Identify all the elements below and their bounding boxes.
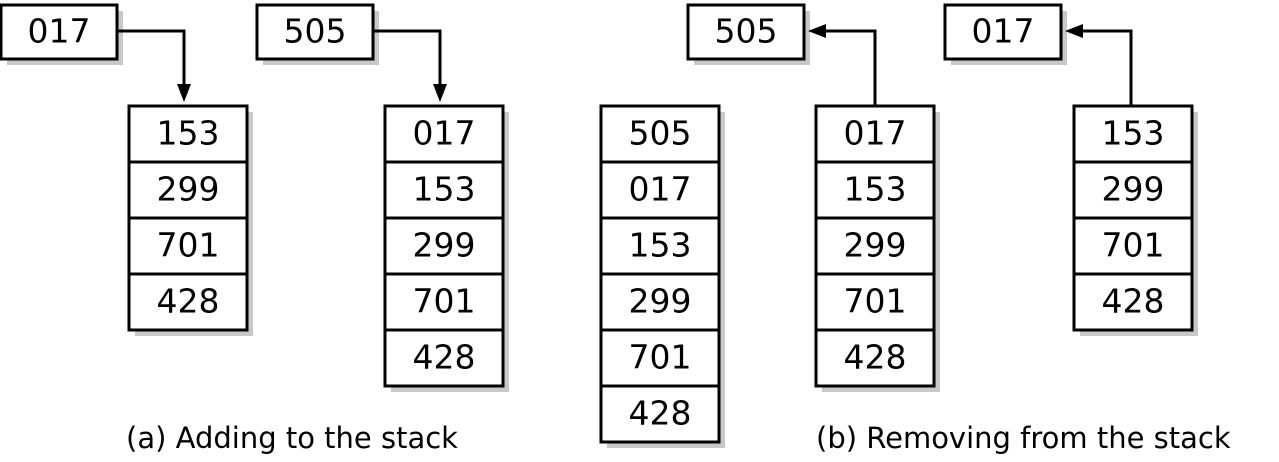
push-arrowhead-icon bbox=[177, 84, 191, 102]
stack-cell-value: 505 bbox=[629, 114, 692, 153]
moving-item-value: 505 bbox=[715, 12, 778, 51]
moving-item-value: 017 bbox=[972, 12, 1035, 51]
moving-item-box bbox=[686, 3, 806, 61]
panel-a2: 017 153 299 701 428 505 bbox=[255, 3, 509, 392]
pop-arrow-line bbox=[1079, 29, 1133, 106]
stack-cell-value: 428 bbox=[413, 338, 476, 377]
stack-cell bbox=[1072, 216, 1194, 276]
stack-cell bbox=[1072, 272, 1194, 332]
stack-cell-value: 428 bbox=[1102, 282, 1165, 321]
stack-cell bbox=[599, 216, 721, 276]
stack-cell-value: 428 bbox=[629, 394, 692, 433]
stack-cell bbox=[383, 328, 505, 388]
stack-cell bbox=[599, 272, 721, 332]
caption-adding: (a) Adding to the stack bbox=[126, 421, 458, 455]
stack-cell-value: 701 bbox=[629, 338, 692, 377]
panel-b3: 153 299 701 428 017 bbox=[943, 3, 1198, 336]
stack-cell bbox=[814, 328, 936, 388]
caption-removing: (b) Removing from the stack bbox=[816, 421, 1231, 455]
panel-b2: 017 153 299 701 428 505 bbox=[686, 3, 940, 392]
pop-arrowhead-icon bbox=[808, 24, 826, 38]
stack-cell-value: 153 bbox=[413, 170, 476, 209]
moving-item-box bbox=[0, 3, 119, 61]
push-arrow-line bbox=[373, 29, 442, 88]
stack-cell-value: 153 bbox=[844, 170, 907, 209]
stack-cell-value: 701 bbox=[157, 226, 220, 265]
stack-cell bbox=[1072, 104, 1194, 164]
stack-cell-value: 299 bbox=[1102, 170, 1165, 209]
stack-cell-value: 428 bbox=[844, 338, 907, 377]
stack-cell-value: 299 bbox=[629, 282, 692, 321]
stack-cell bbox=[599, 104, 721, 164]
stack-cell bbox=[383, 160, 505, 220]
stack-cell bbox=[383, 216, 505, 276]
stack-cell bbox=[599, 384, 721, 444]
stack-cell-value: 299 bbox=[844, 226, 907, 265]
stack-cell bbox=[383, 272, 505, 332]
stack-cell bbox=[127, 272, 249, 332]
push-arrowhead-icon bbox=[433, 84, 447, 102]
panel-a1: 153 299 701 428 017 bbox=[0, 3, 253, 336]
stack-cell bbox=[1072, 160, 1194, 220]
moving-item-box bbox=[943, 3, 1063, 61]
stack-cell-value: 153 bbox=[157, 114, 220, 153]
stack-cell-value: 017 bbox=[629, 170, 692, 209]
moving-item-box bbox=[255, 3, 375, 61]
stack-cell-value: 428 bbox=[157, 282, 220, 321]
stack-cell-value: 299 bbox=[413, 226, 476, 265]
stack-cell-value: 701 bbox=[844, 282, 907, 321]
stack-cell-value: 153 bbox=[629, 226, 692, 265]
stack-cell bbox=[814, 160, 936, 220]
panel-b1: 505 017 153 299 701 428 bbox=[599, 104, 725, 448]
moving-item-value: 017 bbox=[28, 12, 91, 51]
stack-cell-value: 299 bbox=[157, 170, 220, 209]
pop-arrow-line bbox=[822, 29, 877, 106]
stack-cell-value: 017 bbox=[413, 114, 476, 153]
stack-cell bbox=[127, 104, 249, 164]
pop-arrowhead-icon bbox=[1065, 24, 1083, 38]
stack-cell-value: 017 bbox=[844, 114, 907, 153]
stack-cell bbox=[127, 160, 249, 220]
stack-cell-value: 153 bbox=[1102, 114, 1165, 153]
stack-cell-value: 701 bbox=[1102, 226, 1165, 265]
push-arrow-line bbox=[117, 29, 186, 88]
stack-cell-value: 701 bbox=[413, 282, 476, 321]
stack-cell bbox=[127, 216, 249, 276]
moving-item-value: 505 bbox=[284, 12, 347, 51]
